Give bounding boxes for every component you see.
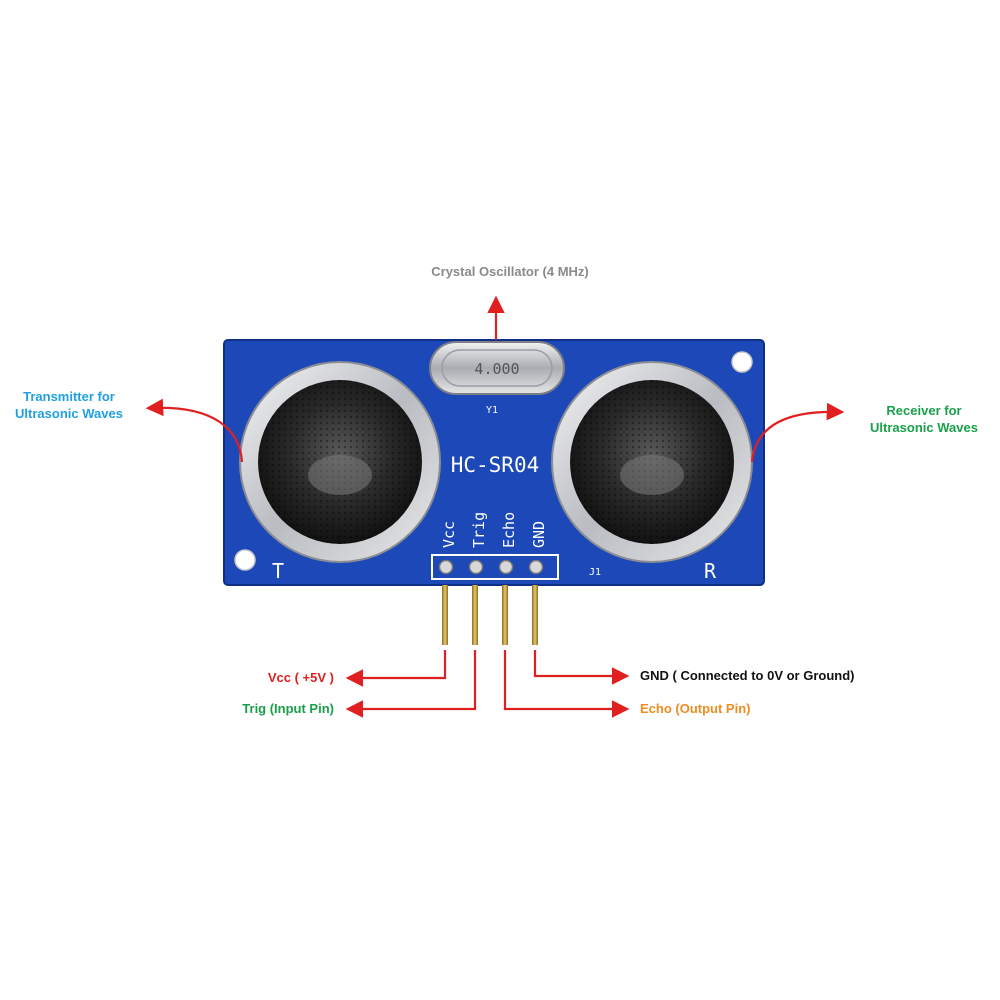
header-pin-trig — [472, 585, 478, 645]
crystal-oscillator: 4.000 — [429, 341, 565, 395]
transmitter-label: Transmitter for Ultrasonic Waves — [0, 388, 138, 422]
mounting-hole — [234, 549, 256, 571]
header-outline — [431, 554, 559, 580]
crystal-marking: 4.000 — [474, 360, 519, 378]
transmitter-arrow — [145, 398, 244, 463]
pin-silkscreen-trig: Trig — [470, 512, 488, 548]
vcc-label: Vcc ( +5V ) — [267, 670, 334, 685]
receiver-label-line2: Ultrasonic Waves — [870, 420, 978, 435]
pin-silkscreen-echo: Echo — [500, 512, 518, 548]
transmitter-label-line2: Ultrasonic Waves — [15, 406, 123, 421]
transmitter-transducer — [239, 361, 441, 563]
gnd-arrow — [533, 650, 630, 685]
header-pin-gnd — [532, 585, 538, 645]
receiver-label: Receiver for Ultrasonic Waves — [848, 402, 1000, 436]
echo-label: Echo (Output Pin) — [640, 701, 751, 716]
header-pad — [528, 559, 544, 575]
echo-arrow — [503, 650, 630, 718]
receiver-arrow — [750, 402, 845, 463]
pin-silkscreen-vcc: Vcc — [440, 521, 458, 548]
header-pin-echo — [502, 585, 508, 645]
vcc-arrow — [345, 650, 447, 687]
crystal-label: Crystal Oscillator (4 MHz) — [431, 264, 589, 279]
transmitter-label-line1: Transmitter for — [23, 389, 115, 404]
header-pad — [438, 559, 454, 575]
transmitter-silkscreen: T — [272, 559, 284, 583]
receiver-silkscreen: R — [704, 559, 717, 583]
trig-arrow — [345, 650, 477, 718]
mounting-hole — [731, 351, 753, 373]
header-pin-vcc — [442, 585, 448, 645]
header-pad — [468, 559, 484, 575]
model-silkscreen: HC-SR04 — [451, 453, 540, 477]
gnd-label: GND ( Connected to 0V or Ground) — [640, 668, 855, 683]
crystal-ref-silkscreen: Y1 — [486, 405, 498, 416]
receiver-label-line1: Receiver for — [886, 403, 962, 418]
pin-silkscreen-gnd: GND — [530, 521, 548, 548]
header-ref-silkscreen: J1 — [589, 567, 601, 578]
header-pad — [498, 559, 514, 575]
receiver-transducer — [551, 361, 753, 563]
trig-label: Trig (Input Pin) — [242, 701, 334, 716]
